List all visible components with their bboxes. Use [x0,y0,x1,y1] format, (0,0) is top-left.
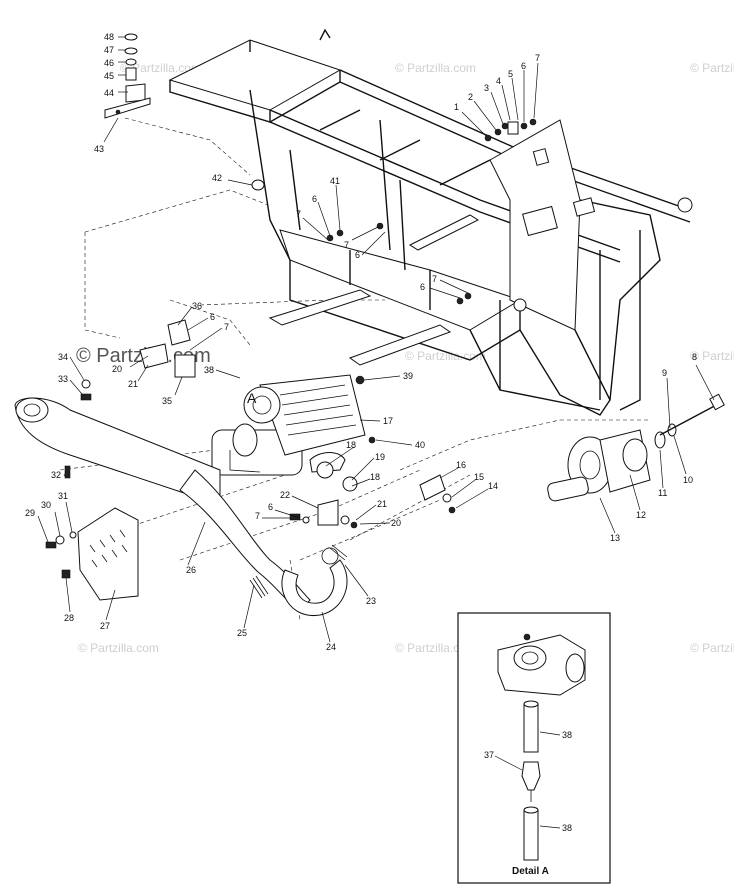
callout-15: 15 [474,472,484,482]
callout-6-mid: 6 [312,194,317,204]
detail-callout-38-lower: 38 [562,823,572,833]
callout-20-lower: 20 [391,518,401,528]
callout-23: 23 [366,596,376,606]
callout-46: 46 [104,58,114,68]
callout-20-upper: 20 [112,364,122,374]
callout-7-top: 7 [535,53,540,63]
callout-18-upper: 18 [346,440,356,450]
rear-hub [547,393,725,502]
callout-41: 41 [330,176,340,186]
callout-36: 36 [192,301,202,311]
callout-26: 26 [186,565,196,575]
callout-22: 22 [280,490,290,500]
callout-43: 43 [94,144,104,154]
callout-45: 45 [104,71,114,81]
callout-21-lower: 21 [377,499,387,509]
detail-a-inset: 38 37 38 Detail A [457,612,611,884]
callout-6-bracket: 6 [210,312,215,322]
callout-7-mid: 7 [296,209,301,219]
callout-21-upper: 21 [128,379,138,389]
detail-marker-a: A [247,390,257,406]
callout-42: 42 [212,173,222,183]
detail-callout-37: 37 [484,750,494,760]
callout-25: 25 [237,628,247,638]
callout-30: 30 [41,500,51,510]
callout-1: 1 [454,102,459,112]
callout-40: 40 [415,440,425,450]
callout-6-right: 6 [420,282,425,292]
watermark-bottom-right: © Partzilla.com [690,641,734,655]
callout-7-lower: 7 [255,511,260,521]
callout-28: 28 [64,613,74,623]
callout-12: 12 [636,510,646,520]
callout-7-bracket: 7 [224,322,229,332]
callout-31: 31 [58,491,68,501]
watermark-top-left: © Partzilla.com [120,61,201,75]
watermark-mid-right: © Partzilla.com [690,349,734,363]
callout-47: 47 [104,45,114,55]
watermark-mid-center: © Partzilla.com [405,349,486,363]
callout-24: 24 [326,642,336,652]
detail-caption: Detail A [512,866,549,877]
callout-13: 13 [610,533,620,543]
callout-16: 16 [456,460,466,470]
callout-35: 35 [162,396,172,406]
frame-assembly [168,28,693,416]
callout-38: 38 [204,365,214,375]
callout-44: 44 [104,88,114,98]
callout-2: 2 [468,92,473,102]
callout-29: 29 [25,508,35,518]
callout-33: 33 [58,374,68,384]
callout-4: 4 [496,76,501,86]
callout-3: 3 [484,83,489,93]
callout-39: 39 [403,371,413,381]
callout-7-right: 7 [432,274,437,284]
callout-9: 9 [662,368,667,378]
mount-hardware-stack [104,33,151,119]
watermark-bottom-center: © Partzilla.com [395,641,476,655]
watermark-top-center: © Partzilla.com [395,61,476,75]
muffler-exhaust [14,397,348,616]
callout-48: 48 [104,32,114,42]
callout-34: 34 [58,352,68,362]
heat-shield [77,507,139,601]
bracket-parts [139,319,456,529]
callout-7-center: 7 [344,240,349,250]
watermark-bottom-left: © Partzilla.com [78,641,159,655]
callout-17: 17 [383,416,393,426]
callout-leaders [37,36,715,643]
callout-19: 19 [375,452,385,462]
detail-callout-38-upper: 38 [562,730,572,740]
callout-32: 32 [51,470,61,480]
callout-27: 27 [100,621,110,631]
engine-assembly: A [211,374,366,492]
callout-10: 10 [683,475,693,485]
callout-18-lower: 18 [370,472,380,482]
muffler-hardware [45,379,92,579]
callout-11: 11 [658,488,667,498]
watermark-top-right: © Partzilla.com [690,61,734,75]
callout-6-lower: 6 [268,502,273,512]
callout-5: 5 [508,69,513,79]
callout-14: 14 [488,481,498,491]
callout-labels: 48 47 46 45 44 43 42 1 2 3 4 5 6 7 41 6 … [25,32,697,652]
callout-8: 8 [692,352,697,362]
callout-6-center: 6 [355,250,360,260]
callout-6-top: 6 [521,61,526,71]
